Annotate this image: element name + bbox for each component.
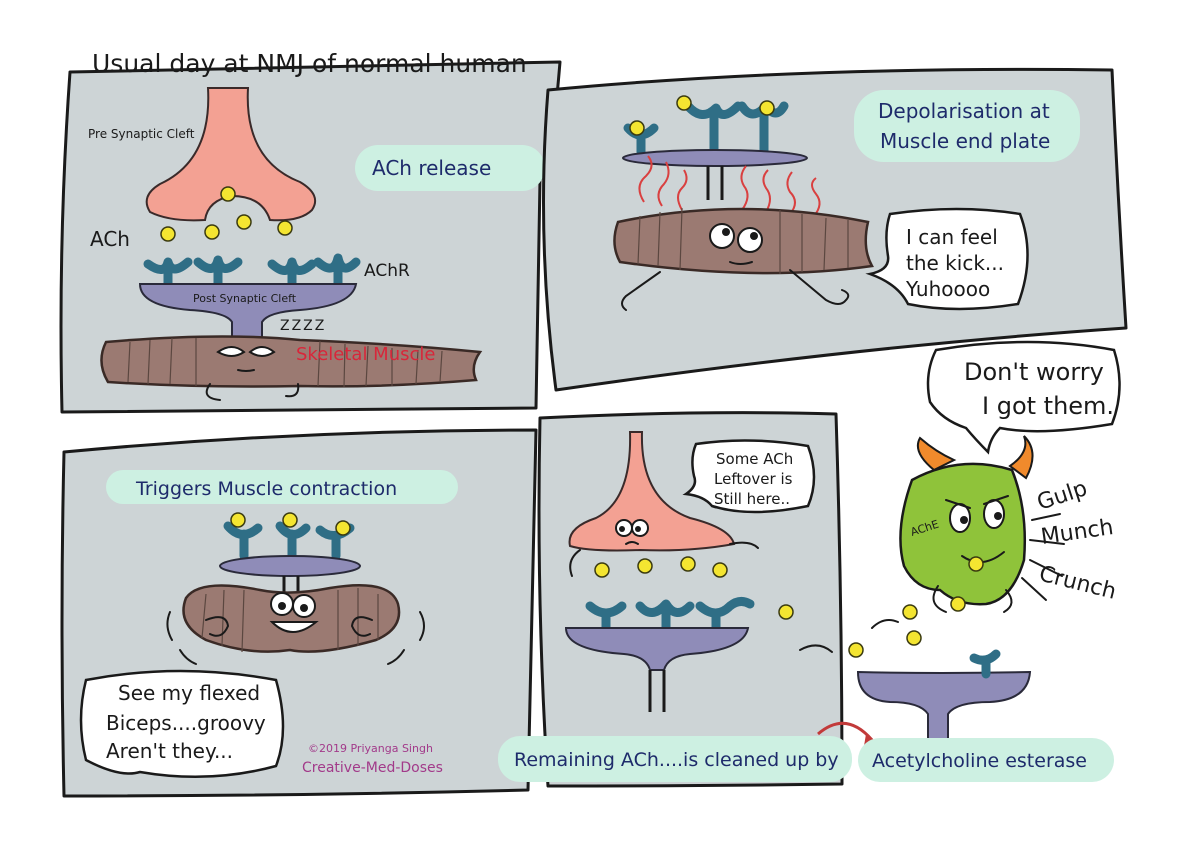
achr-receptors-4 — [585, 596, 755, 635]
creator-credit: Creative-Med-Doses — [302, 760, 443, 776]
panel-leftover-ach: Some ACh Leftover is Still here.. Remain… — [498, 411, 852, 788]
panel-ach-release: Usual day at NMJ of normal human Pre Syn… — [59, 49, 562, 414]
contracted-muscle — [182, 583, 401, 653]
leftover-bubble-line2: Leftover is — [714, 470, 793, 488]
depolarisation-caption-bg — [854, 90, 1080, 162]
biceps-bubble-line1: See my flexed — [118, 681, 260, 705]
biceps-speech-bubble — [79, 669, 285, 779]
enzyme-caption: Acetylcholine esterase — [872, 750, 1087, 772]
postsynaptic-membrane-2 — [622, 149, 808, 167]
enzyme-face — [945, 495, 1009, 563]
depolarisation-waves — [638, 155, 821, 217]
kick-bubble-line2: the kick... — [906, 251, 1004, 275]
leftover-bubble-line3: Still here.. — [714, 490, 790, 508]
ach-label: ACh — [90, 227, 130, 251]
panel-contraction: Triggers Muscle contraction See my flexe… — [60, 428, 538, 798]
cleanup-caption-bg — [498, 736, 852, 782]
flexed-arms — [205, 616, 373, 637]
muscle-arms-1 — [205, 383, 300, 401]
receptor-5 — [969, 649, 1001, 679]
postsynaptic-membrane-3 — [219, 555, 361, 577]
achr-receptors-3 — [223, 512, 355, 561]
ach-release-caption-bg — [355, 145, 545, 191]
depolarisation-caption-line2: Muscle end plate — [880, 129, 1050, 153]
ach-molecules-4 — [594, 556, 728, 578]
reassure-speech-bubble — [926, 340, 1121, 455]
worried-face — [615, 519, 649, 545]
reassure-bubble-line1: Don't worry — [964, 358, 1104, 386]
leftover-speech-bubble — [682, 439, 816, 514]
enzyme-caption-bg — [858, 738, 1114, 782]
ach-being-eaten — [968, 556, 984, 572]
biceps-bubble-line3: Aren't they... — [106, 739, 233, 763]
kick-bubble-line1: I can feel — [906, 225, 998, 249]
muscle-striations-2 — [637, 207, 849, 274]
contraction-caption-bg — [106, 470, 458, 504]
crunch-sound: Crunch — [1037, 562, 1119, 605]
kick-bubble-line3: Yuhoooo — [905, 277, 990, 301]
post-synaptic-label: Post Synaptic Cleft — [193, 292, 297, 305]
terminal-arms-4 — [569, 541, 759, 577]
munch-sound: Munch — [1039, 515, 1115, 550]
leftover-bubble-line1: Some ACh — [716, 450, 793, 468]
depolarisation-caption-line1: Depolarisation at — [878, 99, 1050, 123]
excited-face — [709, 223, 763, 265]
pre-synaptic-label: Pre Synaptic Cleft — [88, 127, 195, 141]
achr-receptors-2 — [623, 95, 789, 157]
ach-molecules-1 — [160, 186, 293, 242]
crunch-lines — [1021, 513, 1065, 601]
skeletal-muscle-label: Skeletal Muscle — [296, 344, 435, 365]
post-stem-2 — [706, 166, 724, 200]
snore-text: ZZZZ — [280, 318, 326, 334]
presynaptic-terminal-4 — [568, 431, 736, 552]
contraction-caption: Triggers Muscle contraction — [135, 478, 397, 500]
muscle-striations-1 — [127, 337, 443, 388]
enzyme-arms — [932, 585, 1013, 613]
achr-label: AChR — [364, 261, 410, 281]
enzyme-scene: Don't worry I got them. AChE Gulp Munch … — [778, 340, 1121, 782]
muscle-limbs-2 — [621, 269, 850, 311]
comic-title: Usual day at NMJ of normal human — [92, 49, 527, 78]
enzyme-horns — [916, 435, 1034, 480]
postsynaptic-membrane-5 — [856, 670, 1032, 741]
ach-release-caption: ACh release — [372, 156, 491, 180]
post-stem-3 — [282, 576, 300, 594]
ach-motion-lines — [799, 619, 899, 653]
motion-lines — [166, 611, 425, 665]
biceps-bubble-line2: Biceps....groovy — [106, 711, 266, 735]
kick-speech-bubble — [865, 207, 1029, 311]
sleepy-face — [216, 346, 276, 372]
cleanup-caption: Remaining ACh....is cleaned up by — [514, 749, 839, 771]
copyright-text: ©2019 Priyanga Singh — [308, 742, 433, 755]
panel-depolarisation: Depolarisation at Muscle end plate — [542, 67, 1128, 392]
grinning-face — [269, 592, 319, 633]
ache-enzyme-character — [899, 462, 1027, 606]
post-stem-4 — [648, 670, 666, 712]
gulp-sound: Gulp — [1034, 476, 1090, 516]
ach-stream — [778, 596, 966, 658]
reassure-bubble-line2: I got them. — [982, 392, 1114, 420]
